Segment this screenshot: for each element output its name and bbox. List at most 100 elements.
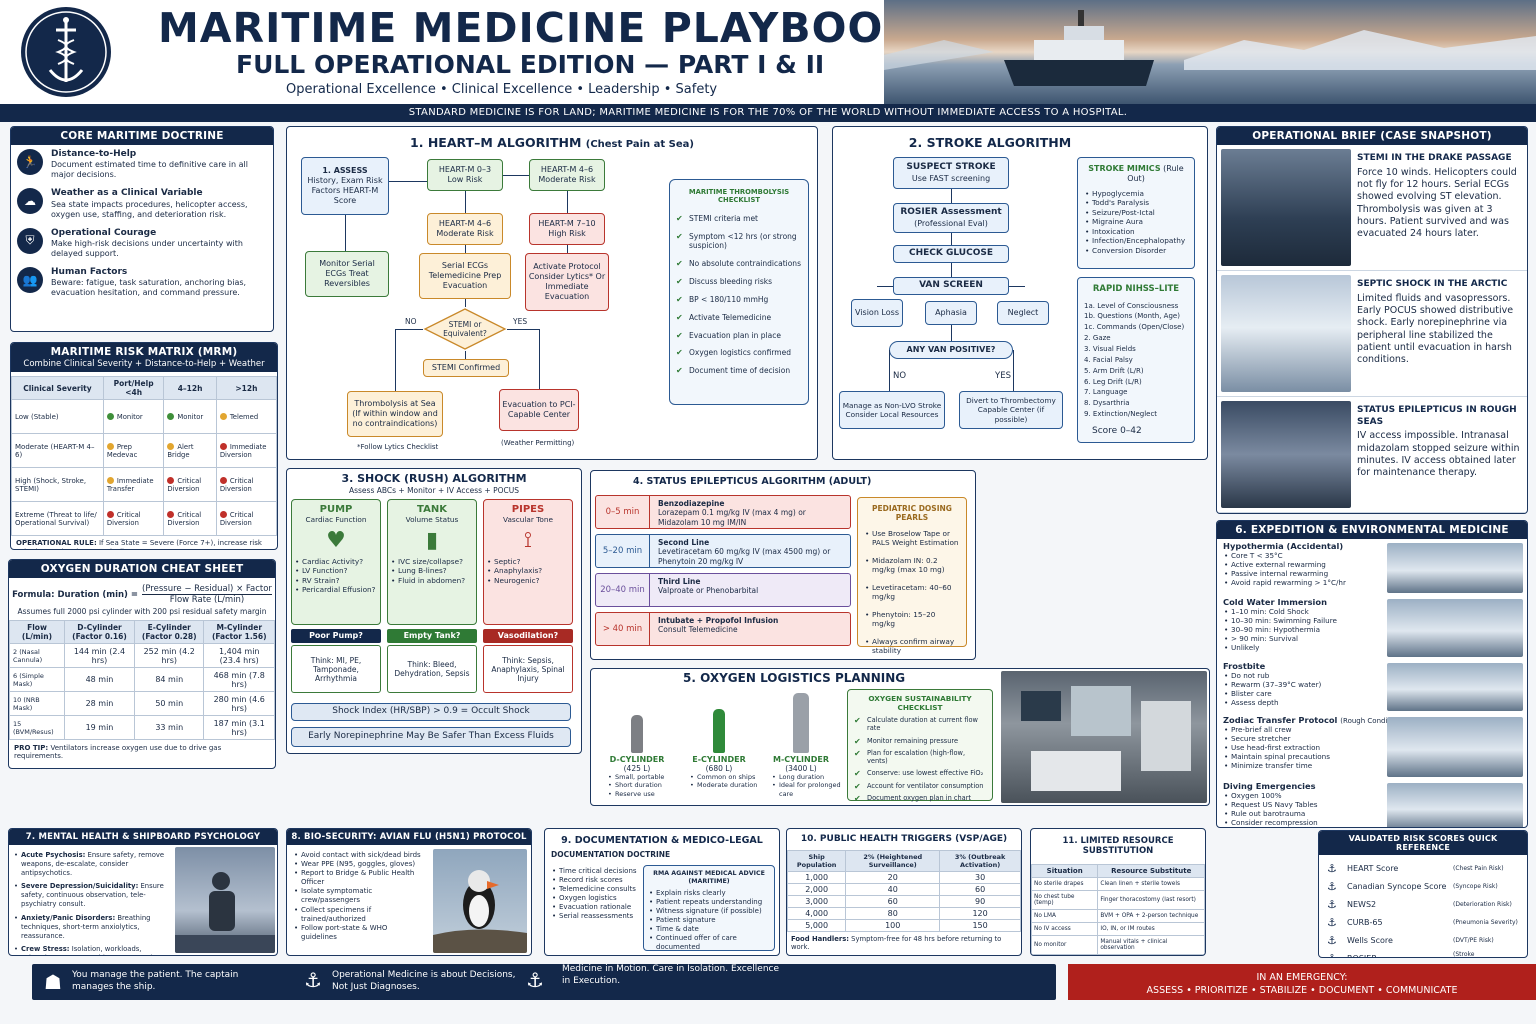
oxygen-logistics-card: 5. OXYGEN LOGISTICS PLANNING D-CYLINDER(…: [590, 668, 1210, 806]
footer-bar: ☗ You manage the patient. The captain ma…: [32, 964, 1056, 1000]
rma-item: Witness signature (if possible): [648, 907, 770, 916]
risk-score-item: ⚓ROSIER(Stroke Differentiation): [1327, 949, 1519, 957]
risk-cell: Critical Diversion: [163, 467, 217, 502]
nihss-score: Score 0–42: [1092, 425, 1142, 436]
expedition-item: 10–30 min: Swimming Failure: [1223, 616, 1521, 625]
lim-col-header: Resource Substitute: [1097, 864, 1205, 878]
expedition-item: Assess depth: [1223, 698, 1521, 707]
mental-health-item: Crew Stress: Isolation, workloads, cultu…: [13, 945, 165, 955]
checklist-item: Oxygen logistics confirmed: [676, 348, 802, 358]
mental-health-title: 7. MENTAL HEALTH & SHIPBOARD PSYCHOLOGY: [9, 829, 277, 845]
mental-health-item: Anxiety/Panic Disorders: Breathing techn…: [13, 914, 165, 940]
caduceus-anchor-logo: [20, 6, 112, 98]
oxy-cell: 468 min (7.8 hrs): [203, 667, 275, 692]
header: MARITIME MEDICINE PLAYBOOK FULL OPERATIO…: [0, 0, 1536, 104]
high-risk-box: HEART-M 7–10 High Risk: [529, 213, 605, 245]
oxygen-cylinder: E-CYLINDER(680 L)Common on shipsModerate…: [679, 685, 759, 803]
expedition-item: Rule out barotrauma: [1223, 809, 1521, 818]
cloud-icon: ☁: [17, 188, 43, 215]
risk-dot-icon: [167, 511, 175, 518]
documentation-title: 9. DOCUMENTATION & MEDICO-LEGAL: [561, 835, 763, 846]
risk-score-name: CURB-65: [1347, 917, 1383, 927]
documentation-item: Serial reassessments: [551, 912, 641, 921]
rma-item: Time & date: [648, 925, 770, 934]
shock-question: IVC size/collapse?: [390, 557, 474, 567]
expedition-item: Blister care: [1223, 689, 1521, 698]
cylinder-volume: (425 L): [623, 764, 651, 773]
stroke-title: 2. STROKE ALGORITHM: [908, 135, 1072, 150]
case-text: Limited fluids and vasopressors. Early P…: [1357, 292, 1514, 366]
shock-column-sub: Vascular Tone: [503, 515, 553, 524]
weather-footnote: (Weather Permitting): [501, 439, 575, 447]
oxy-cell: 19 min: [63, 715, 135, 740]
moderate-risk-box-top: HEART-M 4–6 Moderate Risk: [529, 159, 605, 191]
doctrine-heading: Human Factors: [51, 266, 128, 277]
expedition-card: 6. EXPEDITION & ENVIRONMENTAL MEDICINE H…: [1216, 520, 1528, 828]
risk-dot-icon: [106, 443, 114, 450]
risk-dot-icon: [219, 511, 227, 518]
nihss-title: RAPID NIHSS–LITE: [1092, 284, 1180, 294]
risk-dot-icon: [167, 443, 175, 450]
biosecurity-item: Avoid contact with sick/dead birds: [293, 851, 421, 860]
risk-dot-icon: [106, 413, 114, 420]
case-heading: STATUS EPILEPTICUS IN ROUGH SEAS: [1357, 405, 1517, 427]
stemi-confirmed-box: STEMI Confirmed: [423, 359, 509, 377]
mrm-col-header: Port/Help <4h: [102, 376, 165, 400]
limited-resource-card: 11. LIMITED RESOURCE SUBSTITUTION Situat…: [1030, 828, 1206, 956]
oxy-cell: 252 min (4.2 hrs): [133, 643, 205, 668]
risk-matrix-title: MARITIME RISK MATRIX (MRM): [11, 343, 277, 358]
risk-cell: Monitor: [163, 399, 217, 434]
risk-cell: Alert Bridge: [163, 433, 217, 468]
expedition-item: Minimize transfer time: [1223, 761, 1521, 770]
expedition-item: Rewarm (37–39°C water): [1223, 680, 1521, 689]
cylinder-volume: (3400 L): [785, 764, 817, 773]
pediatric-item: Midazolam IN: 0.2 mg/kg (max 10 mg): [864, 556, 960, 575]
expedition-item: Core T < 35°C: [1223, 551, 1521, 560]
status-step-detail: Consult Telemedicine: [658, 625, 738, 635]
case-heading: SEPTIC SHOCK IN THE ARCTIC: [1357, 279, 1508, 289]
shock-question: RV Strain?: [294, 576, 378, 586]
oxygen-checklist-box: OXYGEN SUSTAINABILITY CHECKLIST Calculat…: [847, 689, 993, 804]
anchor-icon-1: ⚓: [304, 968, 322, 992]
aphasia-box: Aphasia: [925, 301, 977, 325]
nihss-item: 3. Visual Fields: [1084, 345, 1136, 353]
oxy-cell: 1,404 min (23.4 hrs): [203, 643, 275, 668]
pediatric-dosing-title: PEDIATRIC DOSING PEARLS: [872, 504, 952, 523]
footer-quote-2: Operational Medicine is about Decisions,…: [332, 970, 516, 992]
risk-scores-title: VALIDATED RISK SCORES QUICK REFERENCE: [1319, 831, 1527, 855]
nihss-item: 1a. Level of Consciousness: [1084, 301, 1179, 310]
pediatric-item: Phenytoin: 15–20 mg/kg: [864, 610, 960, 629]
oxy-col-header: D-Cylinder (Factor 0.16): [63, 620, 135, 644]
doctrine-heading: Distance-to-Help: [51, 149, 137, 159]
footer-quote-3: Medicine in Motion. Care in Isolation. E…: [562, 964, 780, 986]
risk-cell: Critical Diversion: [215, 467, 277, 502]
cylinder-note: Small, portable: [607, 773, 677, 782]
expedition-item: Use head-first extraction: [1223, 743, 1521, 752]
yes-label: YES: [513, 317, 528, 326]
oxygen-duration-table: Flow (L/min)D-Cylinder (Factor 0.16)E-Cy…: [9, 620, 275, 740]
expedition-item: 1–10 min: Cold Shock: [1223, 607, 1521, 616]
shock-decision: Vasodilation?: [483, 629, 573, 643]
cylinder-name: D-CYLINDER: [609, 755, 665, 764]
oxy-cell: 50 min: [133, 691, 205, 716]
stroke-no-label: NO: [893, 371, 907, 381]
documentation-item: Evacuation rationale: [551, 903, 641, 912]
cylinder-icon: [793, 693, 809, 753]
non-lvo-box: Manage as Non-LVO Stroke Consider Local …: [839, 391, 945, 429]
nihss-item: 2. Gaze: [1084, 334, 1111, 343]
low-risk-box: HEART-M 0–3 Low Risk: [427, 159, 503, 191]
anchor-icon: ⚓: [1327, 897, 1337, 911]
case-text: Force 10 winds. Helicopters could not fl…: [1357, 166, 1517, 240]
documentation-item: Record risk scores: [551, 876, 641, 885]
cylinder-note: Ideal for prolonged care: [771, 781, 841, 798]
case-photo: [1221, 275, 1351, 392]
risk-dot-icon: [219, 413, 227, 420]
nihss-item: 1c. Commands (Open/Close): [1084, 323, 1185, 332]
doctrine-heading: Operational Courage: [51, 227, 157, 238]
